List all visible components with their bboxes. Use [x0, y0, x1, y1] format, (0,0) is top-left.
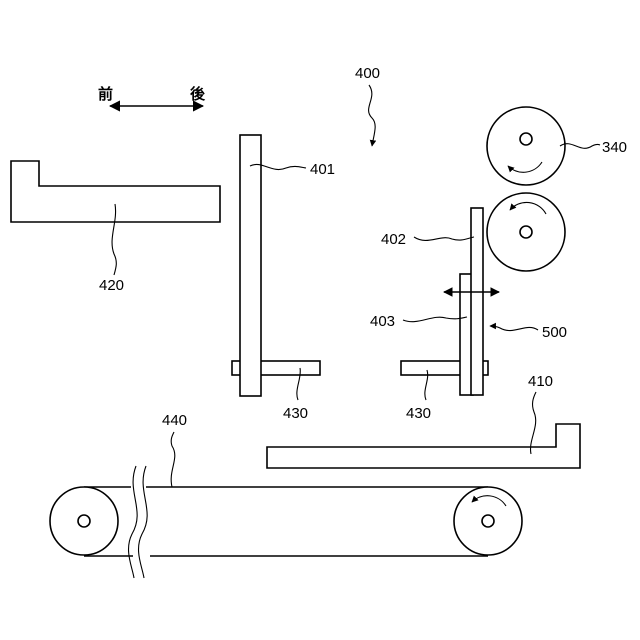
label-401: 401 — [310, 161, 335, 178]
plate-401 — [240, 135, 261, 396]
label-500: 500 — [542, 324, 567, 341]
break-line-right — [139, 466, 148, 578]
plate-402 — [471, 208, 483, 395]
guide-420: 420 — [11, 161, 220, 294]
lower-roller-shaft — [520, 226, 532, 238]
pointer-410 — [531, 392, 536, 454]
label-402: 402 — [381, 231, 406, 248]
front-label: 前 — [98, 85, 113, 103]
upper-roller — [487, 107, 565, 185]
label-400: 400 — [355, 65, 380, 82]
roller-pair-340: 340 — [487, 107, 627, 271]
conveyor-belt-440: 440 — [50, 412, 522, 578]
pointer-500 — [490, 326, 538, 331]
assembly-400: 400 — [355, 65, 380, 146]
plate-401-assembly: 401 430 — [232, 135, 335, 422]
pointer-440 — [171, 432, 175, 487]
label-340: 340 — [602, 139, 627, 156]
break-line-left — [129, 466, 138, 578]
label-430-right: 430 — [406, 405, 431, 422]
direction-indicator: 前 後 — [98, 85, 206, 106]
pointer-403 — [403, 317, 467, 322]
pointer-400 — [369, 85, 376, 146]
back-label: 後 — [189, 85, 206, 103]
label-403: 403 — [370, 313, 395, 330]
label-430-left: 430 — [283, 405, 308, 422]
label-420: 420 — [99, 277, 124, 294]
upper-roller-shaft — [520, 133, 532, 145]
pointer-402 — [414, 237, 474, 240]
guide-410-body — [267, 424, 580, 468]
label-440: 440 — [162, 412, 187, 429]
right-pulley-shaft — [482, 515, 494, 527]
pointer-340 — [560, 144, 600, 149]
label-410: 410 — [528, 373, 553, 390]
left-pulley-shaft — [78, 515, 90, 527]
